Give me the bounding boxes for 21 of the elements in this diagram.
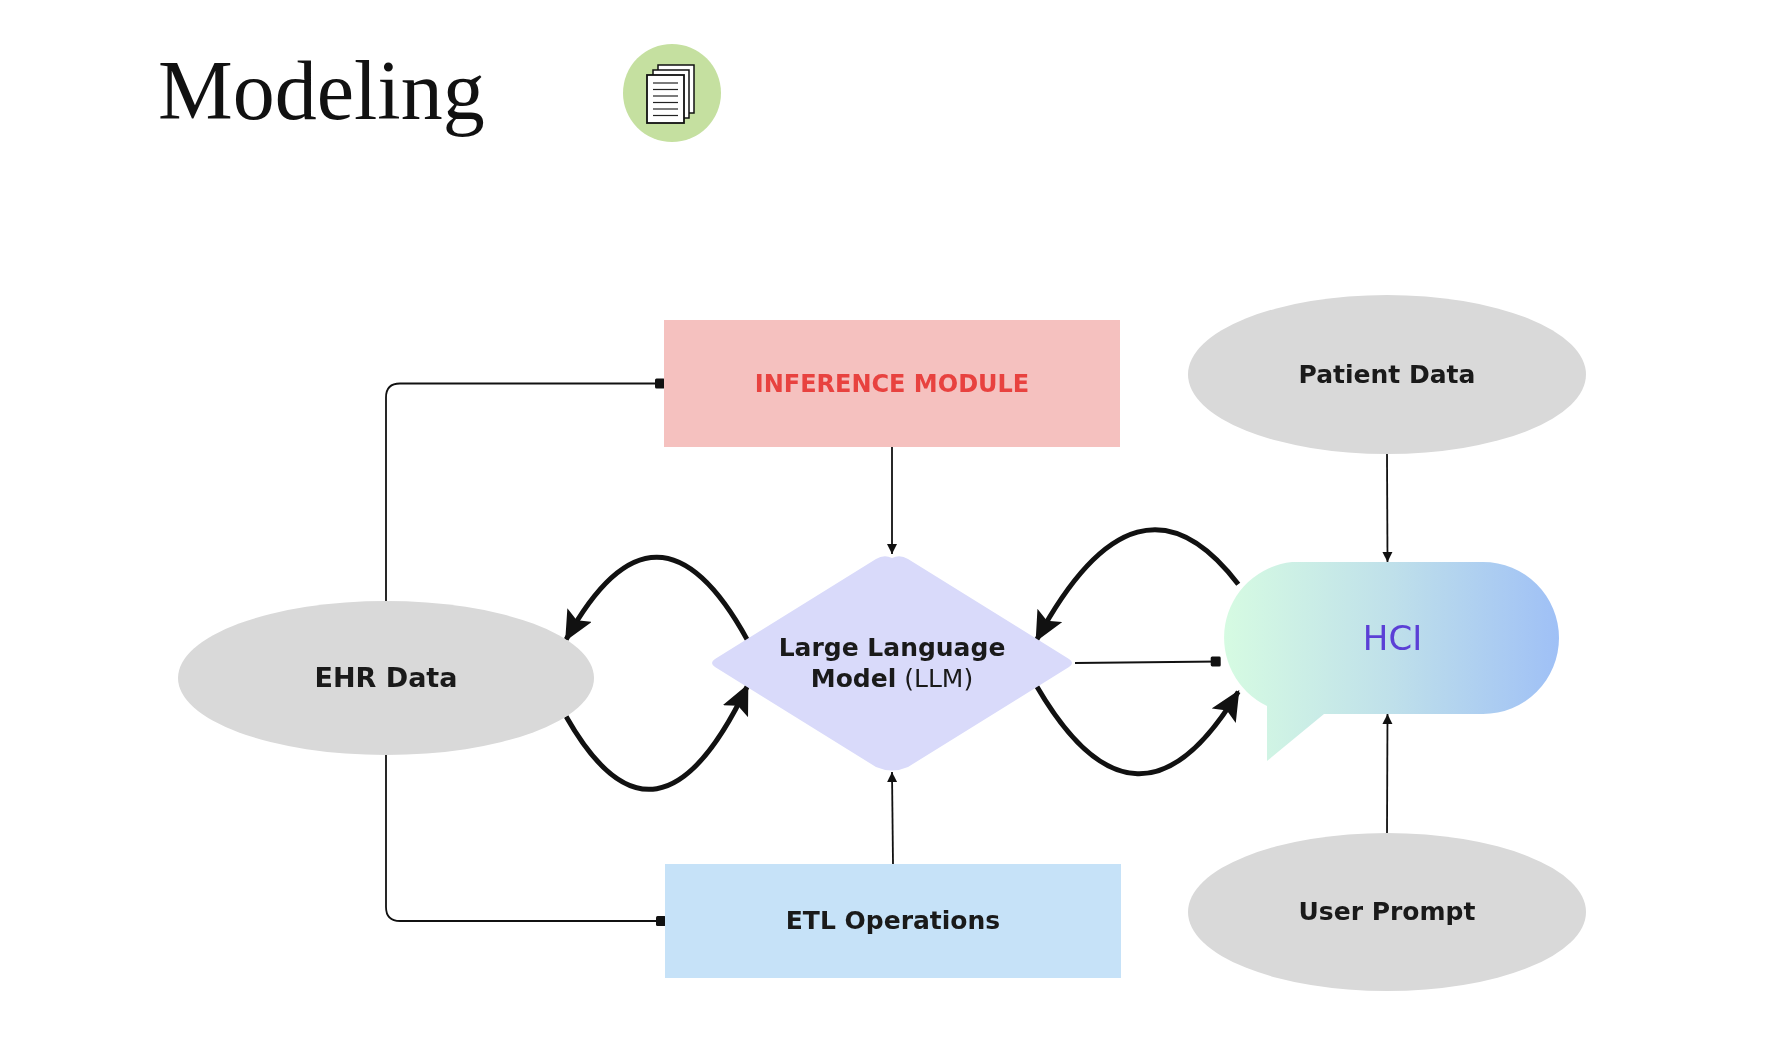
arrow — [887, 446, 897, 555]
node-label: EHR Data — [314, 661, 458, 695]
connector-line — [385, 378, 665, 602]
curved-arrow — [1034, 684, 1241, 777]
arrow — [1382, 453, 1393, 563]
title: Modeling — [158, 43, 485, 139]
node-label: ETL Operations — [785, 905, 1001, 937]
arrow — [887, 771, 898, 865]
node-label: HCI — [1362, 616, 1423, 660]
curved-arrow — [564, 684, 750, 792]
curved-arrow — [1034, 527, 1241, 642]
process-box — [664, 320, 1120, 447]
connector-line — [1074, 656, 1221, 667]
connector-line — [385, 754, 666, 926]
curved-arrow — [564, 554, 750, 642]
process-box — [665, 864, 1121, 978]
node-label: User Prompt — [1298, 896, 1476, 928]
arrow — [1382, 713, 1393, 834]
node-label: Patient Data — [1298, 358, 1476, 391]
node-label: INFERENCE MODULE — [754, 368, 1030, 399]
node-label: Large Language Model (LLM) — [777, 631, 1007, 695]
